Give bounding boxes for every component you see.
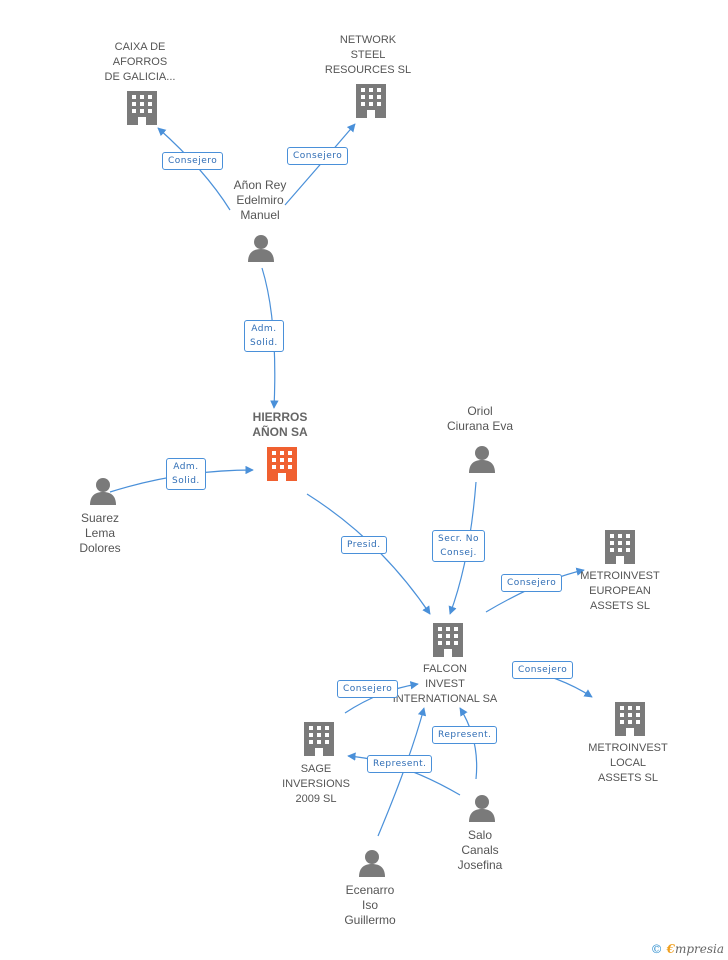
node-label-caixa[interactable]: CAIXA DE AFORROS DE GALICIA...	[104, 41, 176, 83]
anon-person-icon	[248, 235, 274, 262]
metro-local-building-icon	[615, 702, 645, 736]
node-label-salo[interactable]: Salo Canals Josefina	[457, 828, 503, 872]
sage-building-icon	[304, 722, 334, 756]
falcon-building-icon	[433, 623, 463, 657]
edge-label-adm-solid-anon: Adm. Solid.	[244, 320, 284, 352]
copyright-icon: ©	[650, 942, 663, 956]
node-label-metro-local[interactable]: METROINVEST LOCAL ASSETS SL	[588, 742, 668, 784]
edge-label-represent-salo: Represent.	[432, 726, 498, 744]
node-label-sage[interactable]: SAGE INVERSIONS 2009 SL	[282, 763, 350, 805]
node-label-falcon[interactable]: FALCON INVEST INTERNATIONAL SA	[392, 663, 498, 705]
node-label-hierros[interactable]: HIERROS AÑON SA	[252, 410, 308, 439]
node-label-ecenarro[interactable]: Ecenarro Iso Guillermo	[344, 883, 396, 927]
edge-label-consejero-caixa: Consejero	[162, 152, 224, 170]
node-label-metro-eu[interactable]: METROINVEST EUROPEAN ASSETS SL	[580, 570, 660, 612]
edge-label-consejero-metro-local: Consejero	[512, 661, 574, 679]
edge-label-secr-no-consej: Secr. No Consej.	[432, 530, 486, 562]
caixa-building-icon	[127, 91, 157, 125]
oriol-person-icon	[469, 446, 495, 473]
edge-hierros-falcon	[306, 493, 431, 615]
brand-logo[interactable]: ©€mpresia	[651, 942, 724, 956]
edge-label-adm-solid-suarez: Adm. Solid.	[166, 458, 206, 490]
salo-person-icon	[469, 795, 495, 822]
node-label-anon[interactable]: Añon Rey Edelmiro Manuel	[233, 178, 287, 222]
brand-mark: €	[666, 942, 675, 956]
node-label-network[interactable]: NETWORK STEEL RESOURCES SL	[324, 34, 412, 76]
edge-label-consejero-sage: Consejero	[337, 680, 399, 698]
ecenarro-person-icon	[359, 850, 385, 877]
edge-label-consejero-network: Consejero	[287, 147, 349, 165]
brand-name: mpresia	[674, 942, 724, 956]
edge-label-presid: Presid.	[341, 536, 387, 554]
edge-label-represent-sage: Represent.	[367, 755, 433, 773]
metro-eu-building-icon	[605, 530, 635, 564]
node-label-suarez[interactable]: Suarez Lema Dolores	[79, 511, 121, 555]
edge-label-consejero-metro-eu: Consejero	[501, 574, 563, 592]
node-label-oriol[interactable]: Oriol Ciurana Eva	[446, 404, 514, 433]
hierros-building-icon	[267, 447, 297, 481]
network-building-icon	[356, 84, 386, 118]
